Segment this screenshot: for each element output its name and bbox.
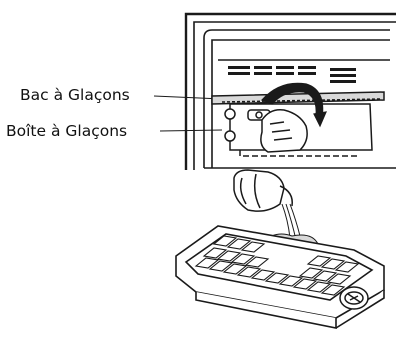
freezer-compartment: [184, 12, 396, 170]
ice-tray-in-freezer: [211, 91, 385, 157]
freezer-vents: [228, 66, 356, 83]
hand-icon: [260, 108, 308, 153]
ice-tray-knob-icon: [339, 286, 369, 310]
ice-cube-cells: [194, 235, 360, 296]
ice-tray-leader-line: [153, 95, 223, 100]
ice-tray-label: Bac à Glaçons: [20, 86, 130, 104]
rotate-arrow-icon: [260, 82, 327, 128]
pitcher-icon: [233, 169, 293, 212]
ice-bin-label: Boîte à Glaçons: [6, 122, 128, 140]
